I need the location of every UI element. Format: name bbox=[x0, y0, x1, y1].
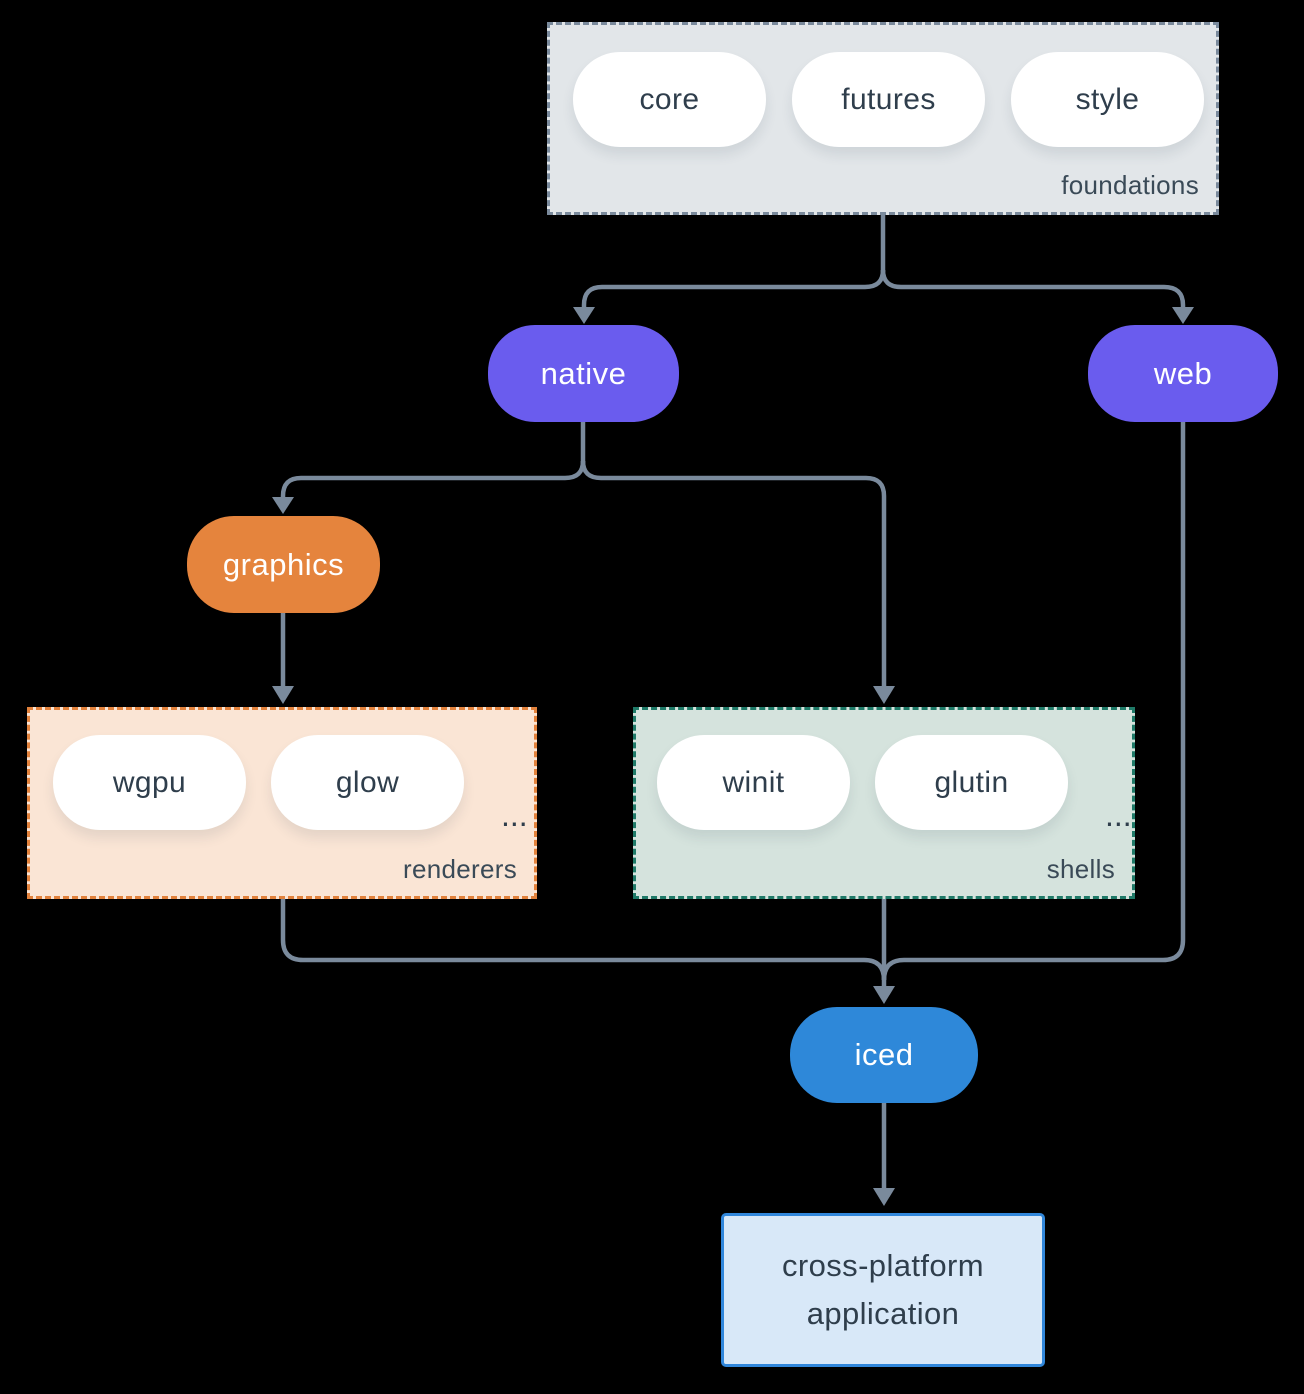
edge-foundations-to-web bbox=[880, 269, 1186, 309]
pill-style-label: style bbox=[1075, 82, 1140, 116]
arrowhead-graphics bbox=[272, 497, 294, 514]
node-iced-label: iced bbox=[854, 1037, 914, 1072]
pill-glow: glow bbox=[271, 735, 464, 830]
arrowhead-application bbox=[873, 1188, 895, 1206]
pill-glutin-label: glutin bbox=[934, 765, 1009, 799]
arrowhead-renderers bbox=[272, 686, 294, 704]
node-graphics-label: graphics bbox=[222, 546, 345, 582]
pill-glutin: glutin bbox=[875, 735, 1068, 830]
arrowhead-shells bbox=[873, 686, 895, 704]
shells-group-label: shells bbox=[1046, 854, 1115, 884]
edge-foundations-to-native bbox=[581, 269, 886, 309]
group-renderers: wgpu glow ... renderers bbox=[27, 707, 537, 899]
shells-ellipsis: ... bbox=[1105, 797, 1132, 833]
arrowhead-native bbox=[573, 307, 595, 324]
application-label-line1: cross-platform bbox=[782, 1248, 984, 1283]
arrowhead-web bbox=[1172, 307, 1194, 324]
pill-futures-label: futures bbox=[841, 82, 936, 116]
pill-futures: futures bbox=[792, 52, 985, 147]
group-shells: winit glutin ... shells bbox=[633, 707, 1135, 899]
node-web-label: web bbox=[1153, 355, 1213, 391]
node-native-label: native bbox=[540, 355, 627, 391]
node-graphics: graphics bbox=[187, 516, 380, 613]
pill-wgpu: wgpu bbox=[53, 735, 246, 830]
node-native: native bbox=[488, 325, 679, 422]
application-box: cross-platform application bbox=[721, 1213, 1045, 1367]
edge-renderers-to-iced bbox=[280, 899, 887, 981]
pill-winit: winit bbox=[657, 735, 850, 830]
renderers-ellipsis: ... bbox=[501, 797, 528, 833]
pill-winit-label: winit bbox=[722, 765, 785, 799]
pill-core-label: core bbox=[639, 82, 700, 116]
pill-core: core bbox=[573, 52, 766, 147]
node-iced: iced bbox=[790, 1007, 978, 1103]
pill-style: style bbox=[1011, 52, 1204, 147]
foundations-group-label: foundations bbox=[1061, 170, 1199, 200]
pill-glow-label: glow bbox=[335, 765, 400, 799]
renderers-group-label: renderers bbox=[403, 854, 517, 884]
node-web: web bbox=[1088, 325, 1278, 422]
application-label-line2: application bbox=[806, 1296, 960, 1331]
edge-native-to-shells bbox=[580, 460, 887, 686]
arrowhead-iced bbox=[873, 986, 895, 1004]
edge-native-to-graphics bbox=[280, 460, 586, 499]
pill-wgpu-label: wgpu bbox=[112, 765, 187, 799]
group-foundations: core futures style foundations bbox=[547, 22, 1219, 215]
